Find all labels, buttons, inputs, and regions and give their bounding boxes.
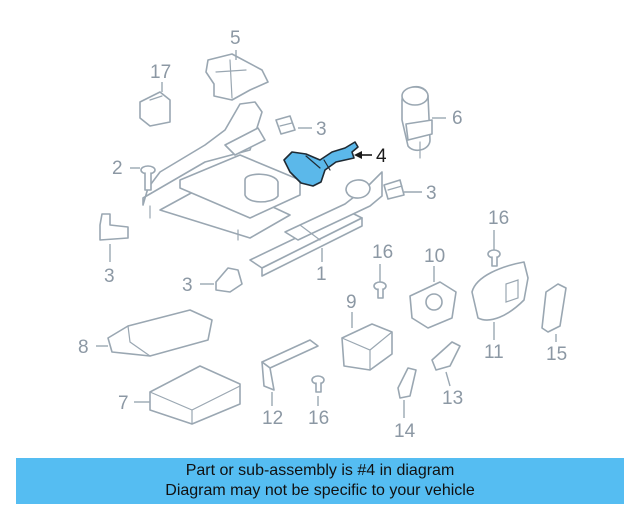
callout-3-b: 3 [426,183,437,204]
callout-16-b: 16 [372,242,393,263]
part-3-clip-b [383,179,405,200]
part-6-motor [401,85,433,159]
callout-6: 6 [452,108,463,129]
callout-3-a: 3 [316,119,327,140]
callout-17: 17 [150,62,171,83]
callout-8: 8 [78,337,89,358]
part-14-button [397,367,417,399]
part-9-switch-housing [341,323,393,371]
part-15-knob [541,283,567,333]
parts-diagram: 5 17 2 3 4 6 3 16 16 10 3 1 3 9 8 11 15 … [78,28,567,442]
callout-16-a: 16 [488,208,509,229]
part-3-clip-c [99,213,129,241]
callout-2: 2 [112,158,123,179]
callout-13: 13 [442,388,463,409]
banner-line-2: Diagram may not be specific to your vehi… [165,482,475,499]
part-2-bolt [140,165,156,191]
leader-lines [96,50,557,418]
callout-15: 15 [546,344,567,365]
callout-3-c: 3 [104,266,115,287]
info-banner: Part or sub-assembly is #4 in diagram Di… [16,458,624,504]
part-1-seat-frame [142,101,383,277]
callout-1: 1 [316,264,327,285]
banner-line-1: Part or sub-assembly is #4 in diagram [185,462,455,479]
part-3-clip-d [215,267,243,293]
callout-3-d: 3 [182,275,193,296]
callout-14: 14 [394,421,416,442]
part-16-screw-c [311,375,325,393]
callout-5: 5 [230,28,241,49]
callout-11: 11 [484,342,504,363]
callout-9: 9 [346,292,357,313]
callout-7: 7 [118,393,129,414]
callout-4: 4 [376,146,387,167]
part-4-leader [354,151,372,159]
callout-12: 12 [262,408,283,429]
part-16-screw-a [373,281,387,299]
part-11-side-cover [471,261,529,321]
part-3-clip-a [275,115,296,135]
part-13-button [431,341,461,371]
part-17-sensor [139,91,171,127]
part-7-ecu-box [149,365,241,425]
part-10-motor-cover [409,281,457,329]
callout-10: 10 [424,246,445,267]
part-12-trim-piece [261,339,319,391]
callout-16-c: 16 [308,408,329,429]
part-5-latch [205,53,269,101]
part-4-highlighted-bracket [283,141,359,187]
part-16-screw-b [487,249,501,267]
part-8-module [107,309,213,357]
